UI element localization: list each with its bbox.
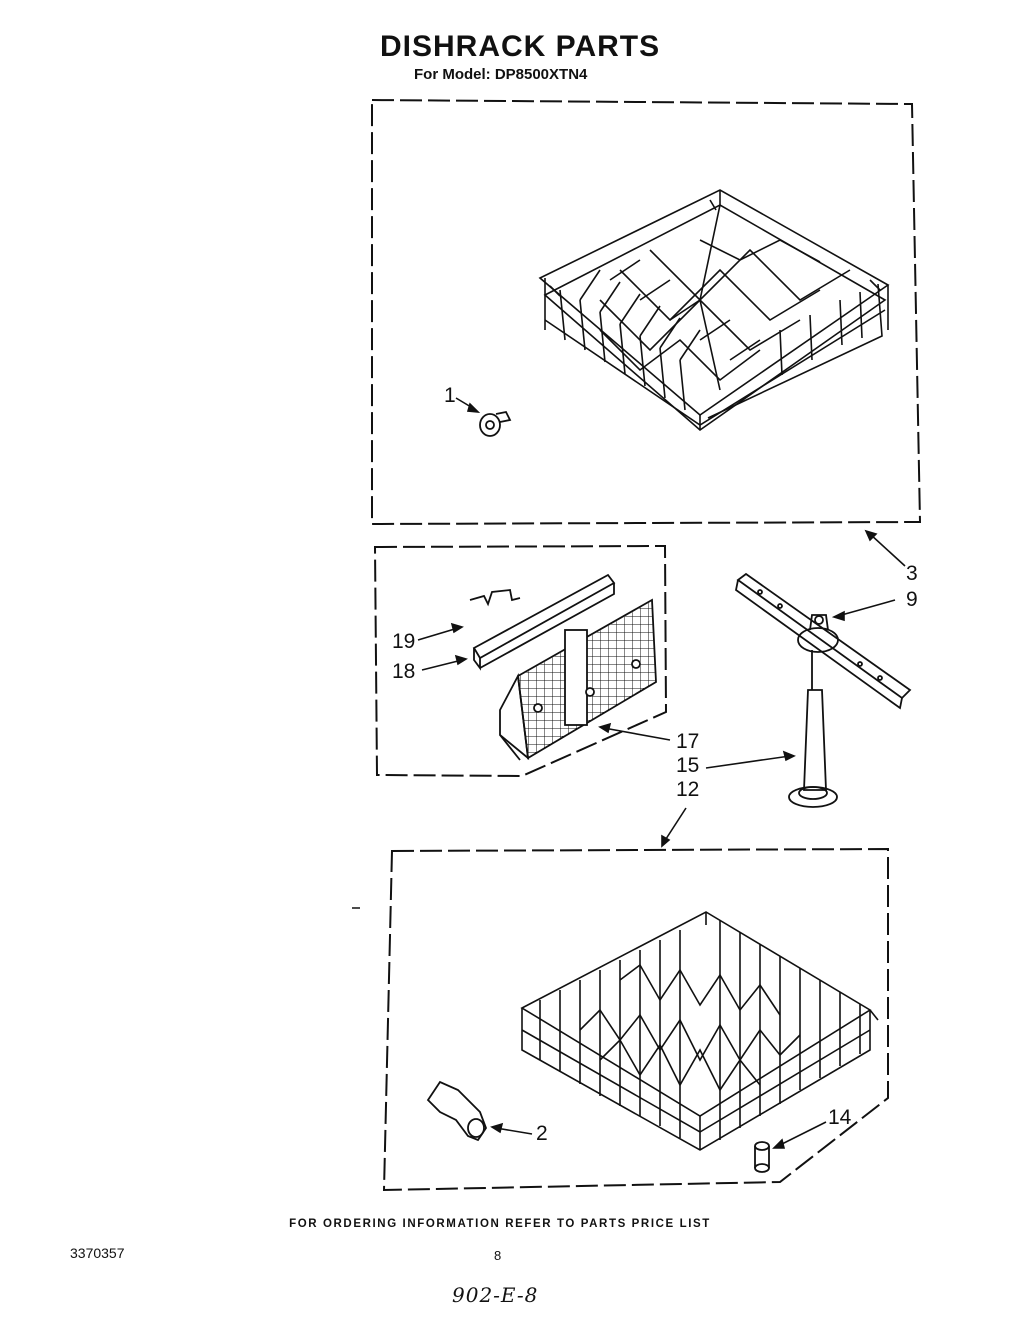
leader-line-15 (705, 750, 796, 769)
model-label: For Model: DP8500XTN4 (414, 66, 588, 83)
callout-14: 14 (828, 1106, 852, 1129)
leader-line-12 (661, 807, 687, 848)
callout-1: 1 (444, 384, 456, 407)
lower-dishrack (520, 911, 879, 1151)
callout-9: 9 (906, 588, 918, 611)
page-title: DISHRACK PARTS (380, 30, 661, 63)
leader-line-17 (598, 722, 671, 741)
filter-group-box (373, 544, 668, 778)
leader-line-3 (864, 529, 906, 567)
part-1-rack-roller (479, 410, 512, 437)
part-17-filter-screen (499, 598, 657, 761)
leader-line-1 (455, 397, 481, 414)
leader-line-9 (831, 599, 896, 622)
part-15-spray-tube (788, 650, 838, 808)
upper-rack-group-box (371, 98, 922, 526)
callout-2: 2 (536, 1122, 548, 1145)
part-9-spray-arm (735, 572, 912, 710)
part-19-clip (469, 589, 521, 607)
callout-17: 17 (676, 730, 700, 753)
part-14-rack-stud (754, 1141, 770, 1173)
handwritten-note: 902-E-8 (452, 1283, 539, 1307)
lower-rack-group-box (382, 847, 889, 1192)
part-2-rack-roller (426, 1080, 488, 1142)
document-number: 3370357 (70, 1245, 125, 1261)
leader-line-14 (772, 1121, 827, 1149)
callout-18: 18 (392, 660, 416, 683)
page-number: 8 (494, 1248, 502, 1263)
leader-line-19 (417, 622, 464, 641)
callout-15: 15 (676, 754, 700, 777)
ordering-info-text: FOR ORDERING INFORMATION REFER TO PARTS … (289, 1218, 711, 1230)
callout-19: 19 (392, 630, 416, 653)
leader-line-2 (490, 1122, 533, 1135)
upper-dishrack (538, 189, 890, 432)
leader-line-18 (421, 654, 468, 671)
callout-3: 3 (906, 562, 918, 585)
callout-12: 12 (676, 778, 700, 801)
part-18-filter-bar (472, 573, 616, 671)
